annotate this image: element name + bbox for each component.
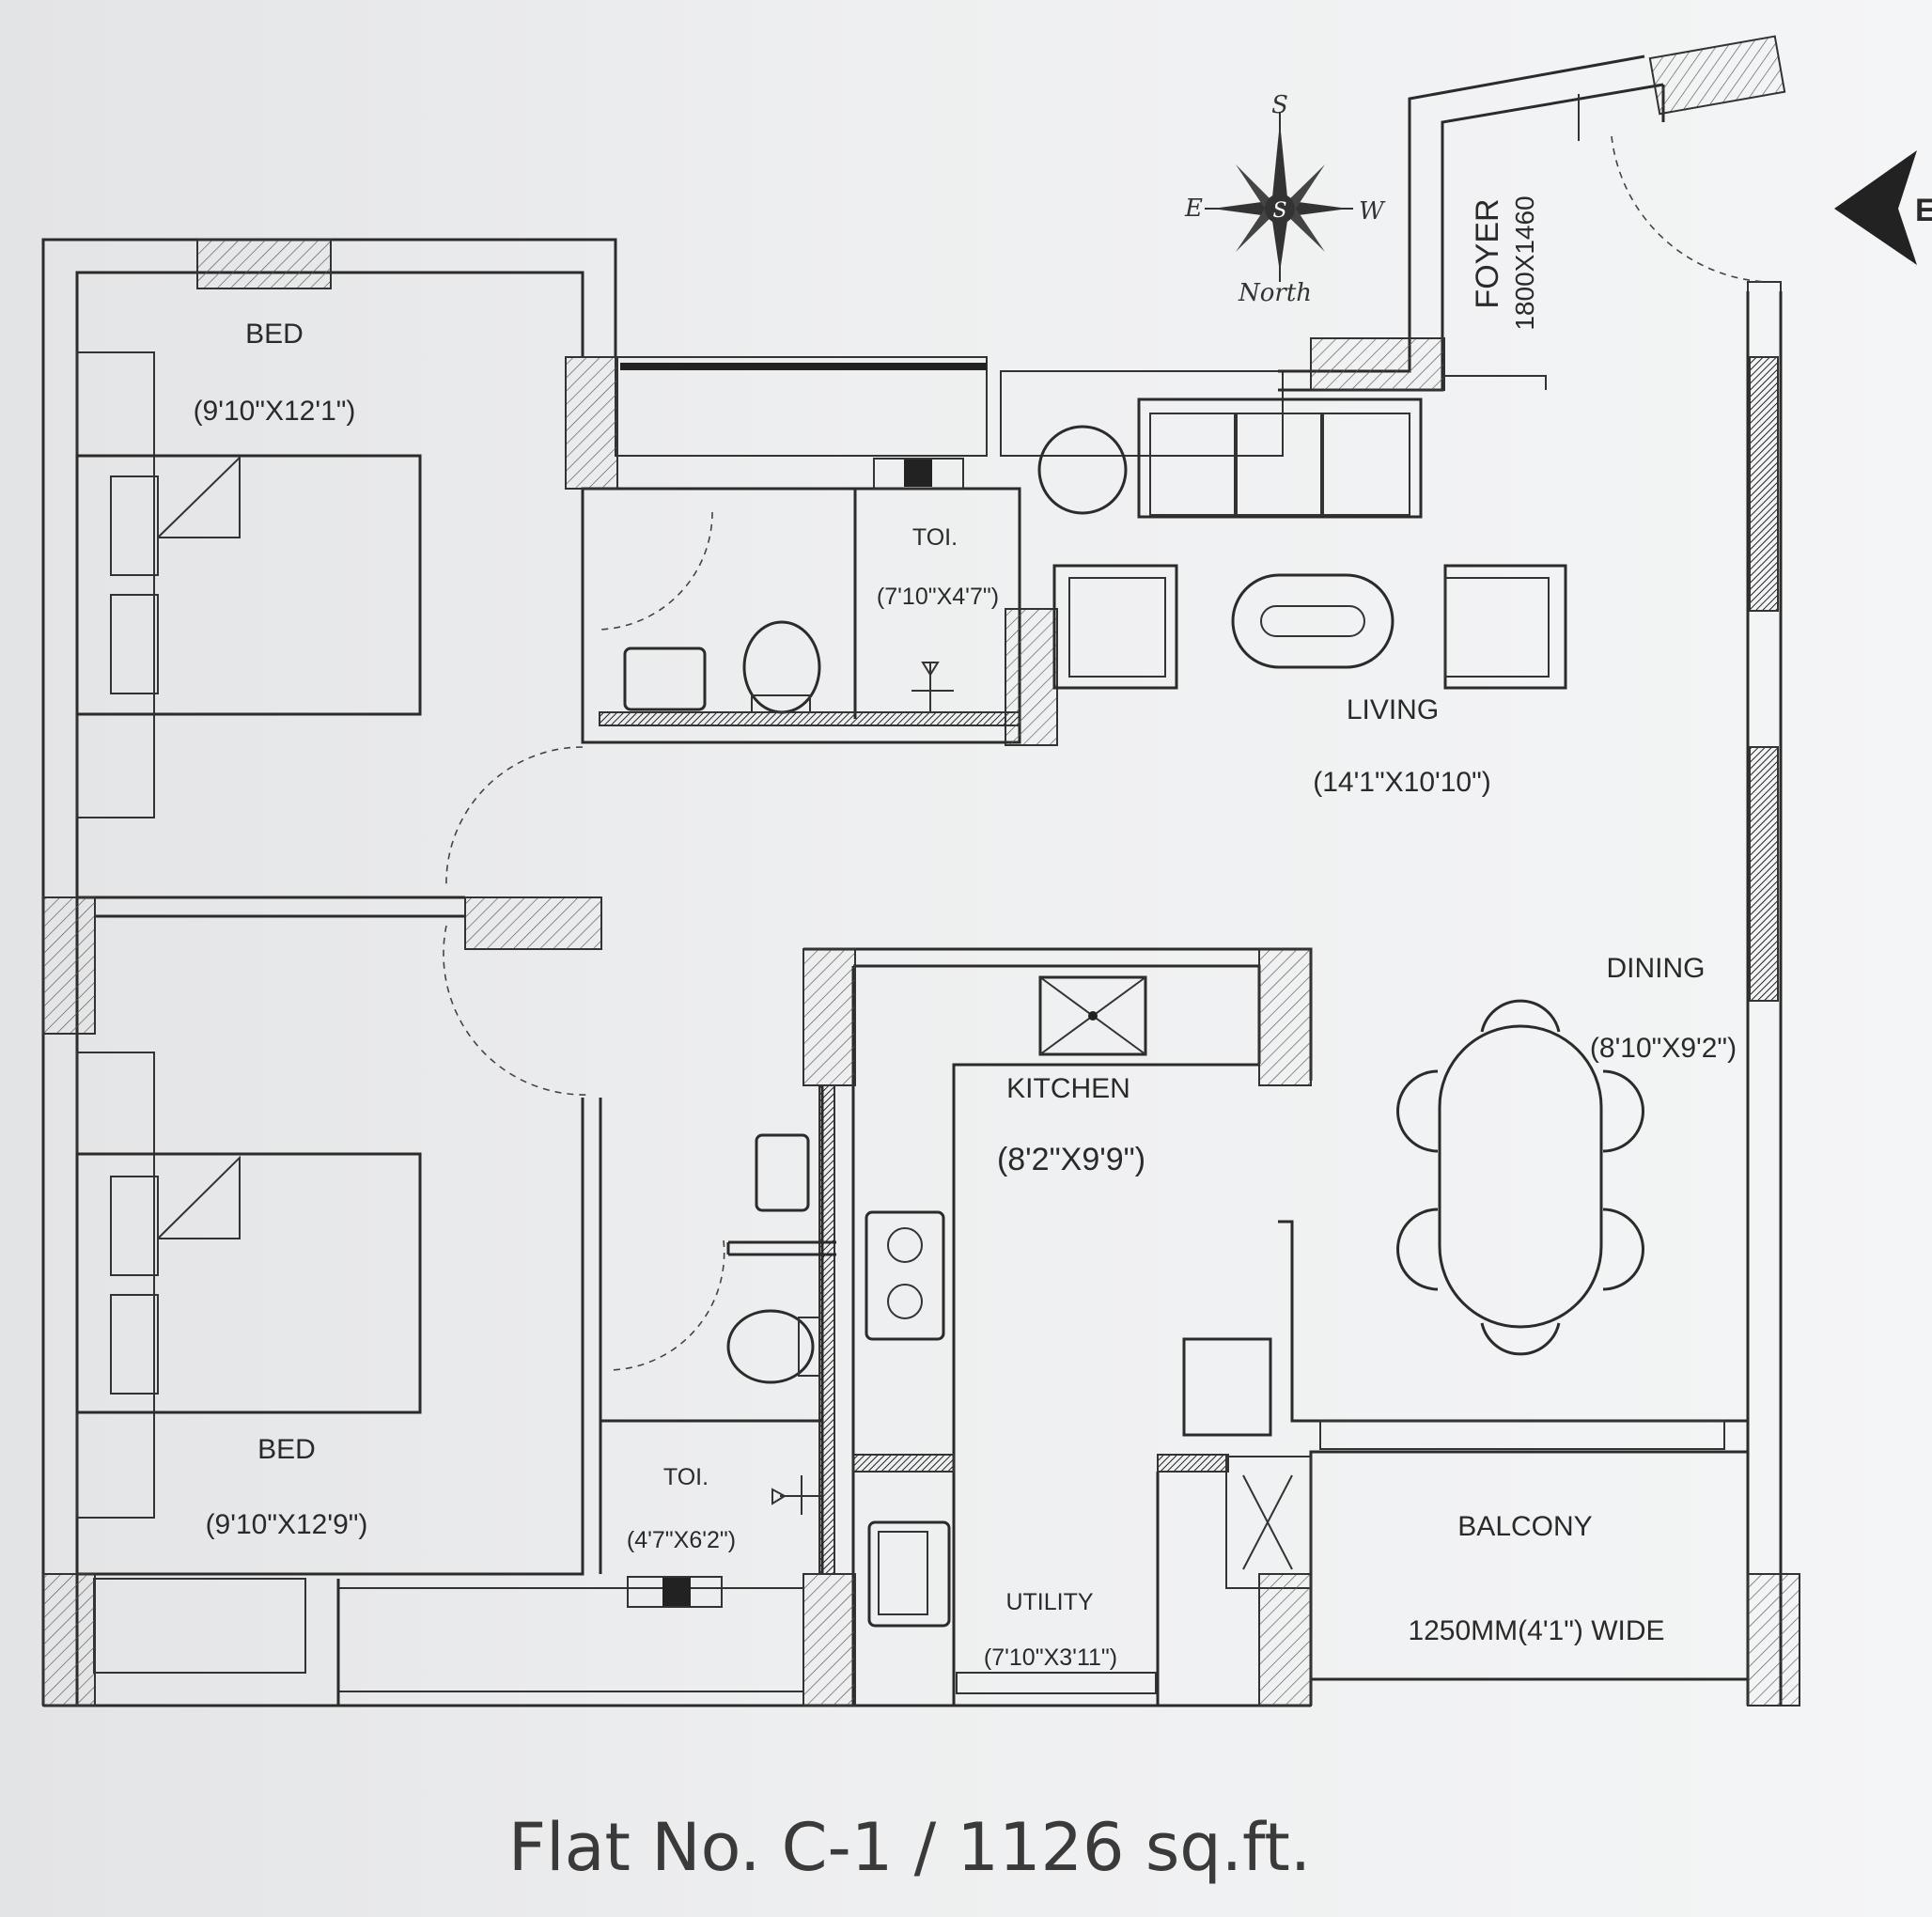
balcony-name: BALCONY: [1457, 1511, 1592, 1542]
door-swings: [443, 94, 1768, 1371]
entry-marker-label: E: [1915, 193, 1932, 228]
toilet-fixtures: [623, 620, 954, 1515]
compass-top-label: S: [1271, 91, 1288, 119]
bed1-size: (9'10"X12'1"): [194, 396, 356, 427]
bed-1-furniture: [75, 351, 422, 818]
toilet1-name: TOI.: [912, 524, 958, 551]
bed2-name: BED: [257, 1434, 316, 1465]
dining-furniture: [1396, 999, 1644, 1356]
bed1-name: BED: [245, 319, 304, 350]
compass-rose: S S E W North: [1184, 91, 1386, 307]
bed2-size: (9'10"X12'9"): [206, 1509, 368, 1540]
kitchen-furniture: [865, 975, 1272, 1628]
toilet2-size: (4'7"X6'2"): [627, 1527, 736, 1553]
kitchen-size: (8'2"X9'9"): [997, 1142, 1145, 1177]
living-size: (14'1"X10'10"): [1313, 767, 1491, 798]
compass-bottom-label: North: [1238, 279, 1312, 307]
living-furniture: [1037, 397, 1567, 690]
foyer-size: 1800X1460: [1510, 195, 1539, 330]
compass-right-label: W: [1359, 197, 1386, 226]
flat-caption: Flat No. C-1 / 1126 sq.ft.: [508, 1809, 1311, 1886]
balcony-size: 1250MM(4'1") WIDE: [1408, 1615, 1664, 1646]
compass-center-label: S: [1272, 199, 1286, 223]
compass-left-label: E: [1184, 195, 1203, 223]
kitchen-name: KITCHEN: [1006, 1073, 1130, 1104]
utility-name: UTILITY: [1005, 1589, 1093, 1615]
toilet1-size: (7'10"X4'7"): [877, 584, 999, 610]
bed-2-furniture: [75, 1052, 422, 1519]
foyer-name: FOYER: [1470, 198, 1505, 308]
living-name: LIVING: [1347, 694, 1439, 725]
entry-marker: E: [1834, 150, 1932, 265]
utility-size: (7'10"X3'11"): [984, 1644, 1117, 1671]
toilet2-name: TOI.: [663, 1464, 709, 1490]
room-labels: BED (9'10"X12'1") TOI. (7'10"X4'7") FOYE…: [194, 195, 1737, 1671]
dining-size: (8'10"X9'2"): [1590, 1033, 1737, 1064]
dining-name: DINING: [1607, 953, 1706, 984]
structural-columns: [42, 35, 1800, 1707]
